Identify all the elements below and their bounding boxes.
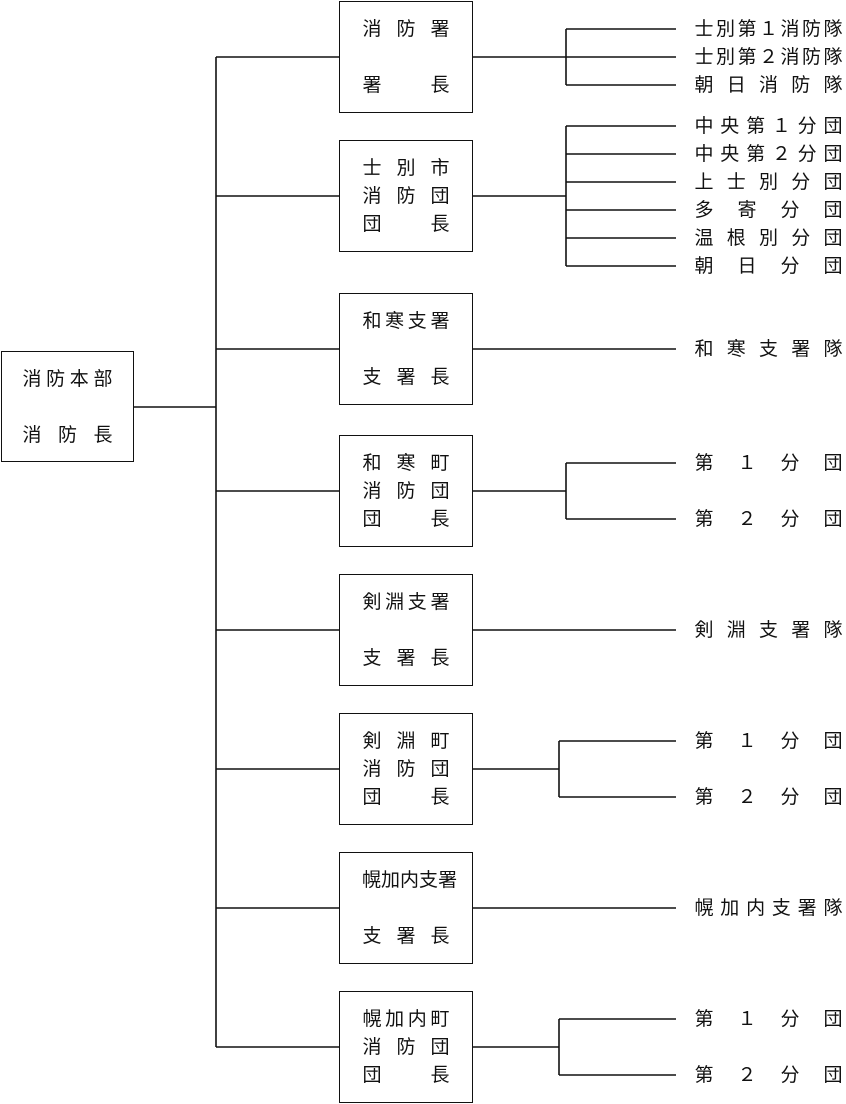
unit-box-line: 消防団 (362, 480, 450, 502)
unit-box-line: 剣淵支署 (362, 591, 450, 613)
unit-box-line: 団長 (362, 1064, 450, 1086)
unit-box-line: 士別市 (362, 157, 450, 179)
leaf-unit-label: 幌加内支署隊 (694, 897, 843, 919)
unit-box-shobosho: 消防署署長 (339, 1, 473, 113)
unit-box-line: 幌加内支署 (362, 869, 458, 891)
unit-box-line: 和寒町 (362, 452, 450, 474)
unit-box-wassamu-shisho: 和寒支署支署長 (339, 293, 473, 405)
leaf-unit-label: 温根別分団 (694, 227, 843, 249)
leaf-unit-label: 朝日分団 (694, 255, 843, 277)
unit-box-line: 団長 (362, 786, 450, 808)
root-line-0: 消防本部 (22, 368, 113, 390)
unit-box-horokanai-shobodan: 幌加内町消防団団長 (339, 991, 473, 1103)
unit-box-line: 幌加内町 (362, 1008, 450, 1030)
unit-box-line: 支署長 (362, 925, 450, 947)
unit-box-kembuchi-shisho: 剣淵支署支署長 (339, 574, 473, 686)
unit-box-line: 団長 (362, 213, 450, 235)
unit-box-line: 剣淵町 (362, 730, 450, 752)
root-line-1: 消防長 (22, 424, 113, 446)
unit-box-shibetsu-shobodan: 士別市消防団団長 (339, 140, 473, 252)
unit-box-line: 署長 (362, 74, 450, 96)
unit-box-line: 団長 (362, 508, 450, 530)
unit-box-line: 和寒支署 (362, 310, 450, 332)
unit-box-line: 消防団 (362, 185, 450, 207)
unit-box-line: 消防署 (362, 18, 450, 40)
unit-box-line: 消防団 (362, 1036, 450, 1058)
unit-box-horokanai-shisho: 幌加内支署支署長 (339, 852, 473, 964)
unit-box-line: 支署長 (362, 647, 450, 669)
unit-box-kembuchi-shobodan: 剣淵町消防団団長 (339, 713, 473, 825)
leaf-unit-label: 和寒支署隊 (694, 338, 843, 360)
unit-box-wassamu-shobodan: 和寒町消防団団長 (339, 435, 473, 547)
unit-box-line: 支署長 (362, 366, 450, 388)
unit-box-line: 消防団 (362, 758, 450, 780)
leaf-unit-label: 上士別分団 (694, 171, 843, 193)
leaf-unit-label: 朝日消防隊 (694, 74, 843, 96)
root-box-fire-headquarters: 消防本部 消防長 (1, 351, 134, 462)
leaf-unit-label: 多寄分団 (694, 199, 843, 221)
leaf-unit-label: 剣淵支署隊 (694, 619, 843, 641)
